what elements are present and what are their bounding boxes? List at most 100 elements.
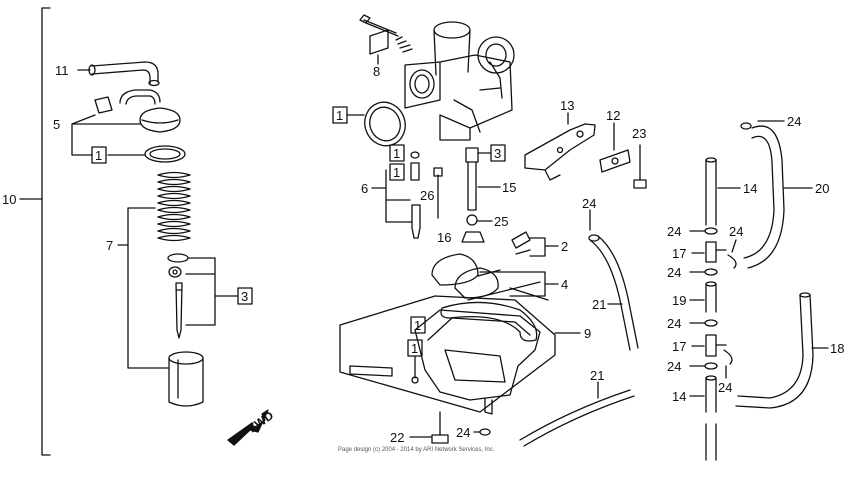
part-26-needle-jet[interactable]	[411, 204, 421, 239]
callout-24h[interactable]: 24	[667, 359, 681, 374]
copyright-notice: Page design (c) 2004 - 2014 by ARI Netwo…	[338, 447, 495, 453]
callout-24g[interactable]: 24	[667, 316, 681, 331]
callout-23[interactable]: 23	[632, 126, 646, 141]
part-17-fitting-b[interactable]	[705, 334, 727, 357]
part-22-drain-bolt[interactable]	[431, 411, 449, 444]
part-chamber-gasket[interactable]	[440, 301, 538, 342]
callout-22[interactable]: 22	[390, 430, 404, 445]
part-air-screw[interactable]	[433, 167, 443, 219]
part-needle-clip[interactable]	[167, 253, 189, 278]
callout-1b[interactable]: 1	[336, 108, 343, 123]
callout-18[interactable]: 18	[830, 341, 844, 356]
part-24-clamp-f[interactable]	[704, 268, 718, 276]
part-25-main-jet[interactable]	[466, 214, 478, 226]
part-24-clamp-b[interactable]	[479, 428, 491, 436]
part-17-fitting-a[interactable]	[705, 241, 727, 263]
leader-6	[371, 169, 413, 223]
part-small-jets[interactable]	[410, 151, 420, 181]
leader-7	[117, 207, 169, 369]
leader-3a	[185, 257, 239, 326]
callout-13[interactable]: 13	[560, 98, 574, 113]
callout-3b[interactable]: 3	[494, 146, 501, 161]
part-16-float-valve[interactable]	[461, 231, 485, 243]
part-o-ring-large[interactable]	[359, 96, 412, 151]
callout-17a[interactable]: 17	[672, 246, 686, 261]
callout-24e[interactable]: 24	[729, 224, 743, 239]
callout-24i[interactable]: 24	[718, 380, 732, 395]
box-1d	[389, 163, 405, 181]
callout-12[interactable]: 12	[606, 108, 620, 123]
callout-20[interactable]: 20	[815, 181, 829, 196]
callout-14b[interactable]: 14	[672, 389, 686, 404]
callout-11[interactable]: 11	[55, 63, 69, 78]
callout-25[interactable]: 25	[494, 214, 508, 229]
callout-9[interactable]: 9	[584, 326, 591, 341]
callout-26[interactable]: 26	[420, 188, 434, 203]
callout-24d[interactable]: 24	[667, 224, 681, 239]
callout-19[interactable]: 19	[672, 293, 686, 308]
callout-1c[interactable]: 1	[393, 146, 400, 161]
callout-16[interactable]: 16	[437, 230, 451, 245]
bracket-10	[41, 7, 51, 456]
part-14-tube-top[interactable]	[705, 157, 717, 226]
callout-1e[interactable]: 1	[414, 318, 421, 333]
part-24-clamp-h[interactable]	[704, 362, 718, 370]
callout-7[interactable]: 7	[106, 238, 113, 253]
callout-2[interactable]: 2	[561, 239, 568, 254]
part-18-hose[interactable]	[735, 292, 814, 409]
part-15-emulsion-tube[interactable]	[465, 147, 479, 211]
callout-1f[interactable]: 1	[411, 341, 418, 356]
callout-21a[interactable]: 21	[592, 297, 606, 312]
box-3b	[490, 144, 506, 162]
callout-8[interactable]: 8	[373, 64, 380, 79]
part-24-clamp-g[interactable]	[704, 319, 718, 327]
callout-4[interactable]: 4	[561, 277, 568, 292]
part-20-hose[interactable]	[740, 122, 785, 269]
callout-14a[interactable]: 14	[743, 181, 757, 196]
callout-24f[interactable]: 24	[667, 265, 681, 280]
part-14-tube-bottom[interactable]	[705, 375, 717, 461]
part-23-screw[interactable]	[633, 144, 647, 189]
part-8-screw-spring[interactable]	[359, 14, 413, 55]
part-carburetor-body[interactable]	[404, 21, 515, 141]
part-24-clamp-e[interactable]	[727, 254, 737, 269]
leader-2	[529, 237, 559, 257]
part-13-bracket[interactable]	[524, 123, 596, 181]
part-float-chamber[interactable]	[414, 309, 541, 415]
fwd-arrow-icon	[227, 409, 269, 446]
part-24-clamp-d[interactable]	[704, 227, 718, 235]
part-5-top-cap[interactable]	[94, 89, 181, 133]
callout-24b[interactable]: 24	[456, 425, 470, 440]
part-7-spring[interactable]	[157, 171, 191, 242]
part-o-ring-small[interactable]	[144, 145, 186, 163]
part-21-tube-b[interactable]	[519, 389, 635, 447]
part-21-tube-a[interactable]	[588, 234, 639, 351]
box-1e	[410, 316, 426, 334]
box-3a	[237, 287, 253, 305]
part-12-clamp[interactable]	[599, 149, 631, 173]
callout-15[interactable]: 15	[502, 180, 516, 195]
part-24-clamp-i[interactable]	[723, 349, 733, 365]
callout-24c[interactable]: 24	[787, 114, 801, 129]
part-o-ring-small-inner	[149, 148, 181, 160]
part-19-tube[interactable]	[705, 281, 717, 313]
part-throttle-slide[interactable]	[168, 351, 204, 407]
part-2-float-pin[interactable]	[511, 231, 531, 255]
part-jet-needle[interactable]	[175, 282, 183, 339]
callout-1d[interactable]: 1	[393, 165, 400, 180]
box-1f	[407, 339, 423, 357]
callout-1a[interactable]: 1	[95, 148, 102, 163]
callout-21b[interactable]: 21	[590, 368, 604, 383]
bracket-9	[339, 295, 556, 413]
callout-3a[interactable]: 3	[241, 289, 248, 304]
part-11-elbow-tube[interactable]	[88, 61, 160, 87]
callout-24a[interactable]: 24	[582, 196, 596, 211]
callout-5[interactable]: 5	[53, 117, 60, 132]
callout-6[interactable]: 6	[361, 181, 368, 196]
leader-5	[71, 114, 141, 156]
part-float[interactable]	[431, 253, 549, 301]
callout-10[interactable]: 10	[2, 192, 16, 207]
part-drain-screw[interactable]	[349, 365, 419, 384]
box-1b	[332, 106, 348, 124]
callout-17b[interactable]: 17	[672, 339, 686, 354]
